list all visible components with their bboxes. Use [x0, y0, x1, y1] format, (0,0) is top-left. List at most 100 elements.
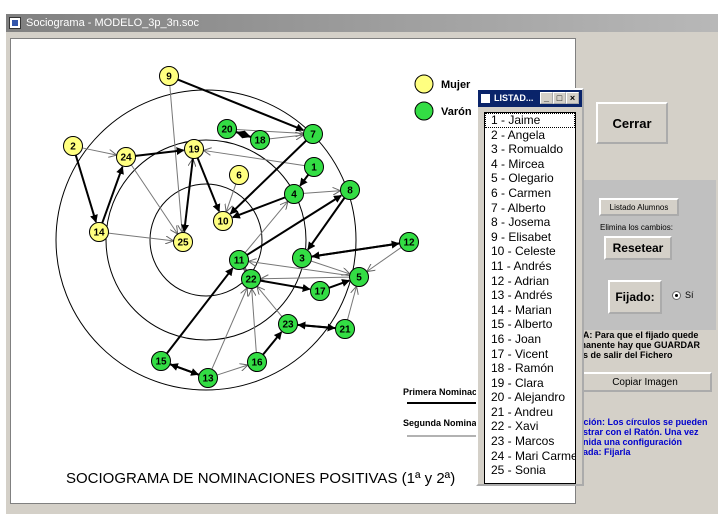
first-nomination-edge-22-17 — [260, 279, 311, 292]
node-3[interactable] — [292, 248, 312, 268]
list-item[interactable]: 1 - Jaime — [485, 113, 575, 128]
copy-image-button[interactable]: Copiar Imagen — [578, 372, 712, 392]
list-item[interactable]: 9 - Elisabet — [491, 229, 552, 244]
attention-text: nción: Los círculos se pueden astrar con… — [578, 417, 708, 457]
list-item[interactable]: 13 - Andrés — [491, 288, 553, 303]
note-line-2: manente hay que GUARDAR — [578, 340, 701, 350]
node-label-16: 16 — [251, 358, 263, 369]
node-label-19: 19 — [188, 145, 200, 156]
node-label-15: 15 — [155, 357, 167, 368]
list-item[interactable]: 3 - Romualdo — [491, 142, 564, 157]
list-item[interactable]: 23 - Marcos — [491, 434, 555, 449]
list-item[interactable]: 17 - Vicent — [491, 346, 549, 361]
attention-line-4: eada: Fijarla — [578, 447, 631, 457]
control-panel: Listado Alumnos Elimina los cambios: Res… — [578, 180, 716, 330]
first-nomination-edge-12-3 — [311, 242, 400, 260]
second-nomination-edge-11-4 — [244, 202, 287, 254]
node-13[interactable] — [198, 368, 218, 388]
first-nomination-edge-2-14 — [74, 154, 98, 223]
list-item[interactable]: 7 - Alberto — [491, 200, 546, 215]
list-item[interactable]: 4 - Mircea — [491, 156, 545, 171]
node-25[interactable] — [173, 232, 193, 252]
node-18[interactable] — [250, 130, 270, 150]
list-item[interactable]: 25 - Sonia — [491, 463, 546, 478]
list-item[interactable]: 5 - Olegario — [491, 171, 554, 186]
list-item[interactable]: 12 - Adrian — [491, 273, 550, 288]
list-item[interactable]: 18 - Ramón — [491, 361, 554, 376]
minimize-icon[interactable]: _ — [540, 92, 553, 104]
node-6[interactable] — [229, 165, 249, 185]
node-label-18: 18 — [254, 136, 266, 147]
node-23[interactable] — [278, 314, 298, 334]
title-bar: Sociograma - MODELO_3p_3n.soc — [6, 14, 718, 32]
list-item[interactable]: 21 - Andreu — [491, 404, 554, 419]
list-item[interactable]: 14 - Marian — [491, 302, 552, 317]
node-7[interactable] — [303, 124, 323, 144]
node-label-23: 23 — [282, 320, 294, 331]
list-item[interactable]: 20 - Alejandro — [491, 390, 566, 405]
node-4[interactable] — [284, 184, 304, 204]
close-button[interactable]: Cerrar — [596, 102, 668, 144]
second-nomination-edge-4-8 — [303, 191, 339, 194]
close-icon[interactable]: × — [566, 92, 579, 104]
attention-line-1: nción: Los círculos se pueden — [578, 417, 708, 427]
discard-changes-label: Elimina los cambios: — [600, 223, 673, 232]
node-17[interactable] — [310, 281, 330, 301]
node-21[interactable] — [335, 319, 355, 339]
node-22[interactable] — [241, 269, 261, 289]
list-item[interactable]: 11 - Andrés — [491, 258, 552, 273]
node-label-21: 21 — [339, 325, 351, 336]
node-10[interactable] — [213, 211, 233, 231]
reset-button[interactable]: Resetear — [604, 236, 672, 260]
node-15[interactable] — [151, 351, 171, 371]
node-8[interactable] — [340, 180, 360, 200]
second-nomination-edge-12-5 — [368, 247, 402, 271]
first-nomination-edge-15-11 — [166, 267, 234, 355]
first-nomination-edge-14-24 — [101, 165, 124, 224]
list-window-titlebar: LISTAD... _ □ × — [478, 90, 582, 107]
list-item[interactable]: 15 - Alberto — [491, 317, 553, 332]
window-title: Sociograma - MODELO_3p_3n.soc — [26, 17, 200, 29]
student-list-button[interactable]: Listado Alumnos — [599, 198, 679, 216]
list-item[interactable]: 10 - Celeste — [491, 244, 556, 259]
list-item[interactable]: 24 - Mari Carme — [491, 448, 576, 463]
node-1[interactable] — [304, 157, 324, 177]
node-11[interactable] — [229, 250, 249, 270]
second-nomination-edge-18-7 — [269, 135, 302, 139]
node-label-17: 17 — [314, 287, 326, 298]
app-icon — [9, 17, 21, 29]
list-item[interactable]: 22 - Xavi — [491, 419, 539, 434]
node-14[interactable] — [89, 222, 109, 242]
list-item[interactable]: 8 - Josema — [491, 215, 551, 230]
node-label-5: 5 — [356, 273, 362, 284]
node-label-6: 6 — [236, 171, 242, 182]
second-nomination-edge-5-11 — [249, 261, 350, 277]
node-5[interactable] — [349, 267, 369, 287]
first-nomination-edge-17-5 — [328, 279, 351, 289]
node-label-22: 22 — [245, 275, 257, 286]
first-nomination-edge-13-15 — [169, 363, 200, 376]
node-2[interactable] — [63, 136, 83, 156]
fixed-button[interactable]: Fijado: — [608, 280, 662, 314]
first-nomination-edge-18-20 — [236, 130, 252, 139]
node-label-2: 2 — [70, 142, 76, 153]
node-12[interactable] — [399, 232, 419, 252]
list-item[interactable]: 6 - Carmen — [491, 185, 552, 200]
maximize-icon[interactable]: □ — [553, 92, 566, 104]
node-16[interactable] — [247, 352, 267, 372]
yes-radio[interactable] — [672, 291, 681, 300]
list-item[interactable]: 2 - Angela — [491, 127, 546, 142]
first-nomination-edge-4-10 — [231, 196, 286, 219]
node-20[interactable] — [217, 119, 237, 139]
node-24[interactable] — [116, 147, 136, 167]
node-label-25: 25 — [177, 238, 189, 249]
node-label-14: 14 — [93, 228, 105, 239]
node-9[interactable] — [159, 66, 179, 86]
node-19[interactable] — [184, 139, 204, 159]
list-item[interactable]: 16 - Joan — [491, 331, 542, 346]
node-label-8: 8 — [347, 186, 353, 197]
list-item[interactable]: 19 - Clara — [491, 375, 544, 390]
